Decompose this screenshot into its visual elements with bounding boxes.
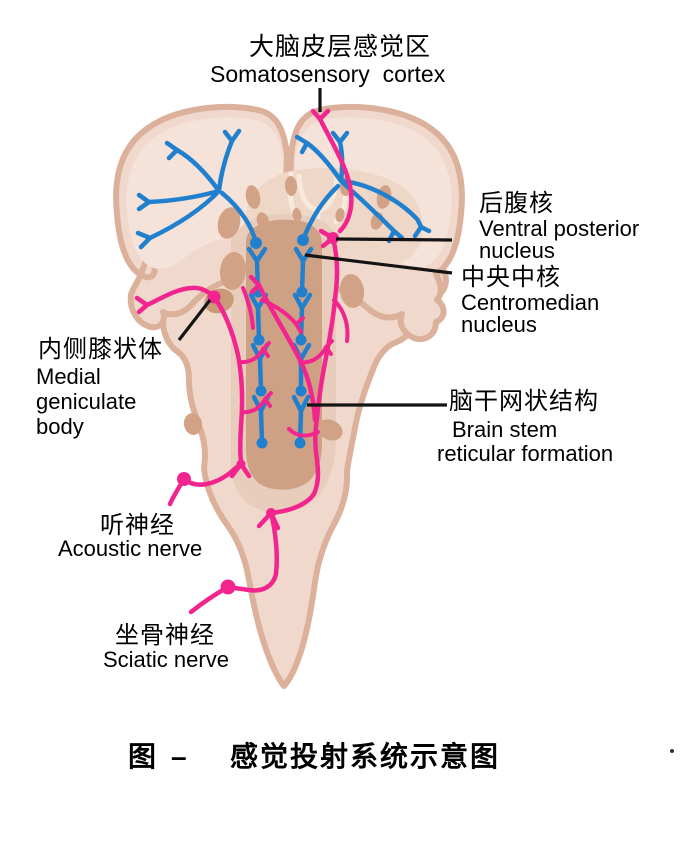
label-centromedian-en1: Centromedian [461, 290, 600, 315]
label-somatosensory-cortex-zh: 大脑皮层感觉区 [249, 33, 432, 61]
label-reticular-formation-zh: 脑干网状结构 [449, 388, 599, 415]
label-medial-geniculate-en2: geniculate [36, 389, 137, 414]
label-acoustic-nerve-zh: 听神经 [100, 512, 175, 539]
caption-figure-title: 感觉投射系统示意图 [230, 741, 501, 772]
caption-dash: – [171, 741, 187, 772]
nonspecific-pathways-pink [134, 108, 354, 615]
label-medial-geniculate-en3: body [36, 414, 84, 439]
label-ventral-posterior-en2: nucleus [479, 238, 555, 263]
leader-lines [177, 88, 453, 407]
label-medial-geniculate-en1: Medial [36, 364, 101, 389]
caption-figure-prefix: 图 [128, 741, 157, 772]
label-ventral-posterior-zh: 后腹核 [479, 190, 554, 217]
label-centromedian-zh: 中央中核 [461, 264, 561, 291]
label-reticular-formation-en1: Brain stem [452, 417, 558, 442]
leader-medial-geniculate [177, 299, 212, 341]
stray-dot-artifact [670, 749, 674, 753]
leader-ventral-posterior [335, 237, 453, 242]
label-sciatic-nerve-en: Sciatic nerve [103, 647, 229, 672]
label-centromedian-en2: nucleus [461, 312, 537, 337]
label-ventral-posterior-en1: Ventral posterior [479, 216, 640, 241]
label-sciatic-nerve-zh: 坐骨神经 [115, 622, 215, 649]
label-acoustic-nerve-en: Acoustic nerve [58, 536, 203, 561]
label-reticular-formation-en2: reticular formation [437, 441, 614, 466]
label-medial-geniculate-zh: 内侧膝状体 [38, 336, 163, 363]
pink-cell-bodies [177, 232, 339, 595]
label-somatosensory-cortex-en: Somatosensory cortex [210, 61, 446, 87]
leader-centromedian [304, 253, 453, 275]
